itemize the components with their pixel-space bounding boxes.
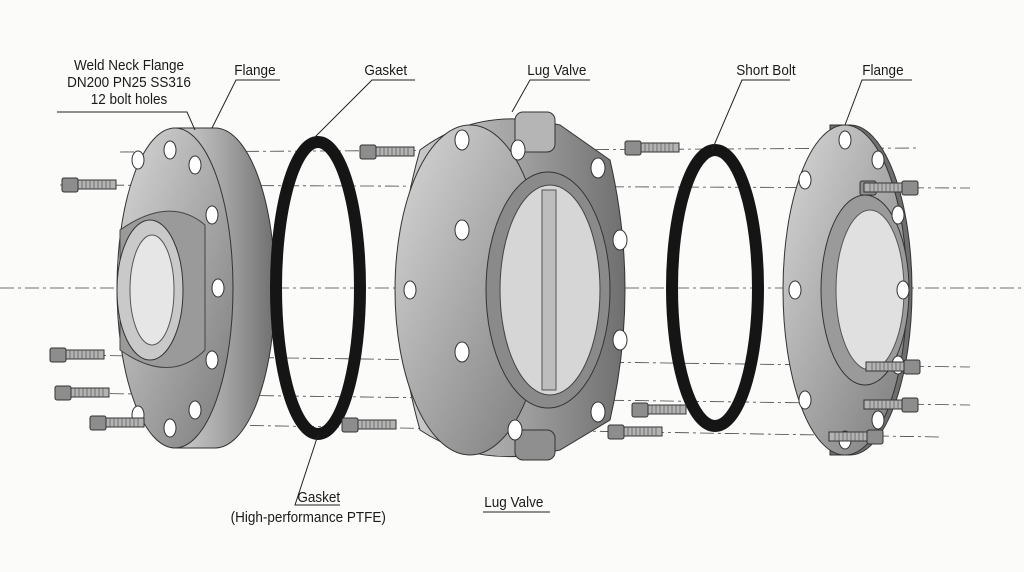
label-holes: 12 bolt holes — [90, 91, 168, 108]
bolt — [607, 424, 663, 440]
bolt — [341, 417, 397, 433]
label-title: Weld Neck Flange — [73, 57, 185, 74]
lug-valve-top-label: Lug Valve — [527, 62, 587, 79]
right-gasket — [666, 144, 764, 432]
gasket-bottom-label: Gasket — [297, 489, 341, 506]
bolt — [49, 347, 105, 363]
flange-right-label: Flange — [862, 62, 904, 79]
lug-valve-body — [394, 111, 628, 461]
weld-neck-flange-label: Weld Neck Flange DN200 PN25 SS316 12 bol… — [53, 57, 206, 108]
leader-lines — [57, 79, 912, 513]
short-bolt-label: Short Bolt — [736, 62, 796, 79]
left-gasket — [270, 136, 366, 440]
bolt — [89, 415, 145, 431]
flange-left-label: Flange — [234, 62, 276, 79]
left-weld-neck-flange — [116, 127, 276, 449]
gasket-top-label: Gasket — [364, 62, 408, 79]
lug-valve-bottom-label: Lug Valve — [484, 494, 544, 511]
bolt — [61, 177, 117, 193]
bolt — [624, 140, 680, 156]
bolt — [54, 385, 110, 401]
right-flange — [782, 124, 913, 456]
bolt — [359, 144, 415, 160]
bolt — [631, 402, 687, 418]
label-spec: DN200 PN25 SS316 — [67, 74, 191, 91]
gasket-bottom-note: (High-performance PTFE) — [230, 509, 386, 526]
